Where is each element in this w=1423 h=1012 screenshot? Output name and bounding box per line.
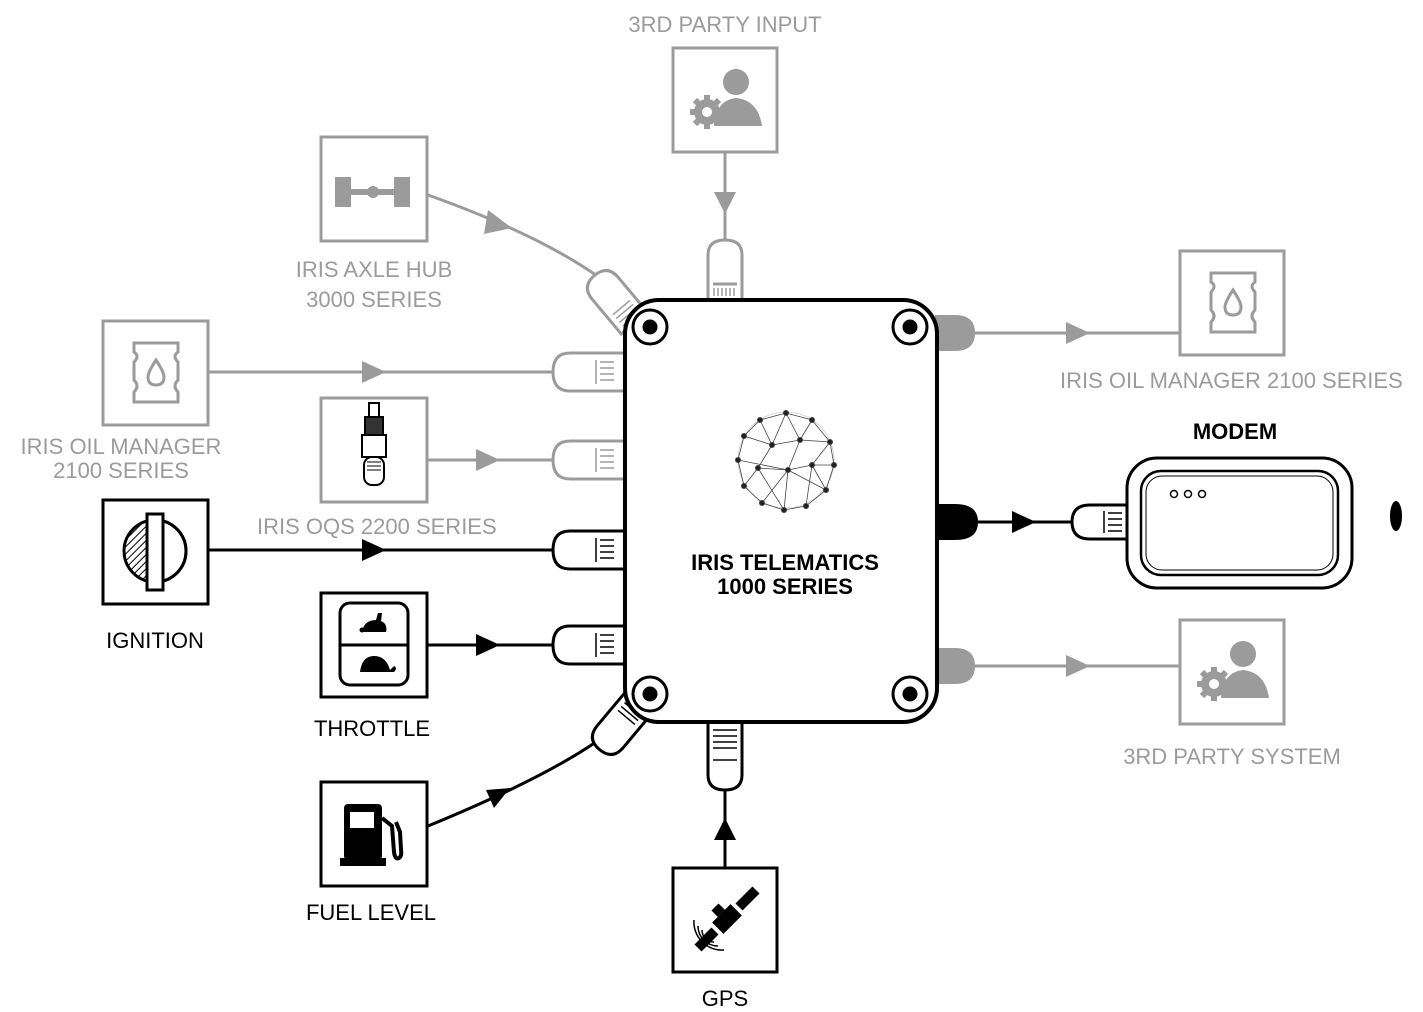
connector-ignition xyxy=(551,529,627,571)
oil-manager-right-node xyxy=(1178,249,1286,357)
connector-right-oil xyxy=(935,315,975,351)
oil-barrel-icon xyxy=(1209,271,1257,334)
oqs-node xyxy=(319,396,429,504)
gps-label: GPS xyxy=(701,986,749,1011)
connector-oil-left xyxy=(551,351,627,393)
connector-throttle xyxy=(551,624,627,666)
third-party-input-node xyxy=(671,46,779,154)
hub-title: IRIS TELEMATICS 1000 SERIES xyxy=(625,551,945,599)
rabbit-turtle-icon xyxy=(338,601,410,687)
third-party-system-label: 3RD PARTY SYSTEM xyxy=(1123,744,1341,769)
mount-hole-br xyxy=(891,675,929,713)
connector-oqs xyxy=(551,439,627,481)
network-globe-icon xyxy=(735,409,838,513)
link-third-party-system xyxy=(970,655,1180,677)
connector-modem xyxy=(1070,503,1130,541)
mount-hole-tr xyxy=(891,308,929,346)
mount-hole-bl xyxy=(631,675,669,713)
connector-gps xyxy=(706,720,744,792)
axle-hub-label-line1: IRIS AXLE HUB xyxy=(295,257,453,282)
oqs-label: IRIS OQS 2200 SERIES xyxy=(257,514,497,539)
satellite-icon xyxy=(693,886,760,952)
connector-right-modem xyxy=(935,504,978,540)
link-fuel-level xyxy=(427,740,597,828)
oil-barrel-icon xyxy=(132,341,180,404)
connector-right-system xyxy=(935,648,975,684)
hub-title-line2: 1000 SERIES xyxy=(717,574,853,599)
connector-top xyxy=(706,238,744,302)
mount-hole-tl xyxy=(631,308,669,346)
sensor-probe-icon xyxy=(361,402,387,486)
axle-icon xyxy=(335,177,410,207)
link-oil-manager-left xyxy=(208,361,555,383)
third-party-input-label: 3RD PARTY INPUT xyxy=(628,12,822,37)
ignition-key-icon xyxy=(122,512,188,592)
oil-manager-left-label-line2: 2100 SERIES xyxy=(53,458,189,483)
gps-node xyxy=(671,866,779,974)
oil-manager-left-node xyxy=(101,319,210,427)
link-ignition xyxy=(208,539,555,561)
link-oil-manager-right xyxy=(970,322,1180,344)
fuel-level-label: FUEL LEVEL xyxy=(305,900,437,925)
throttle-node xyxy=(319,591,429,699)
operator-gear-icon xyxy=(1197,641,1269,701)
link-axle-hub xyxy=(427,193,601,280)
modem-label: MODEM xyxy=(1192,419,1278,444)
modem-led-icon xyxy=(1169,489,1207,499)
modem-antenna-icon xyxy=(1390,501,1402,531)
link-oqs xyxy=(428,449,555,471)
link-modem xyxy=(970,511,1072,533)
ignition-node xyxy=(101,498,210,606)
oil-manager-right-label: IRIS OIL MANAGER 2100 SERIES xyxy=(1060,368,1403,393)
axle-hub-node xyxy=(319,135,429,243)
operator-gear-icon xyxy=(690,69,762,129)
ignition-label: IGNITION xyxy=(106,628,204,653)
link-third-party-input xyxy=(714,152,736,240)
telematics-hub xyxy=(623,298,939,724)
axle-hub-label-line2: 3000 SERIES xyxy=(306,287,442,312)
fuel-level-node xyxy=(319,780,429,888)
throttle-label: THROTTLE xyxy=(313,716,431,741)
fuel-pump-icon xyxy=(340,804,404,866)
modem-node xyxy=(1125,456,1354,590)
third-party-system-node xyxy=(1178,618,1286,726)
oil-manager-left-label-line1: IRIS OIL MANAGER xyxy=(20,434,222,459)
link-throttle xyxy=(428,634,555,656)
axle-hub-label: IRIS AXLE HUB 3000 SERIES xyxy=(274,255,474,315)
oil-manager-left-label: IRIS OIL MANAGER 2100 SERIES xyxy=(6,435,236,483)
hub-title-line1: IRIS TELEMATICS xyxy=(691,550,879,575)
link-gps xyxy=(714,790,736,868)
